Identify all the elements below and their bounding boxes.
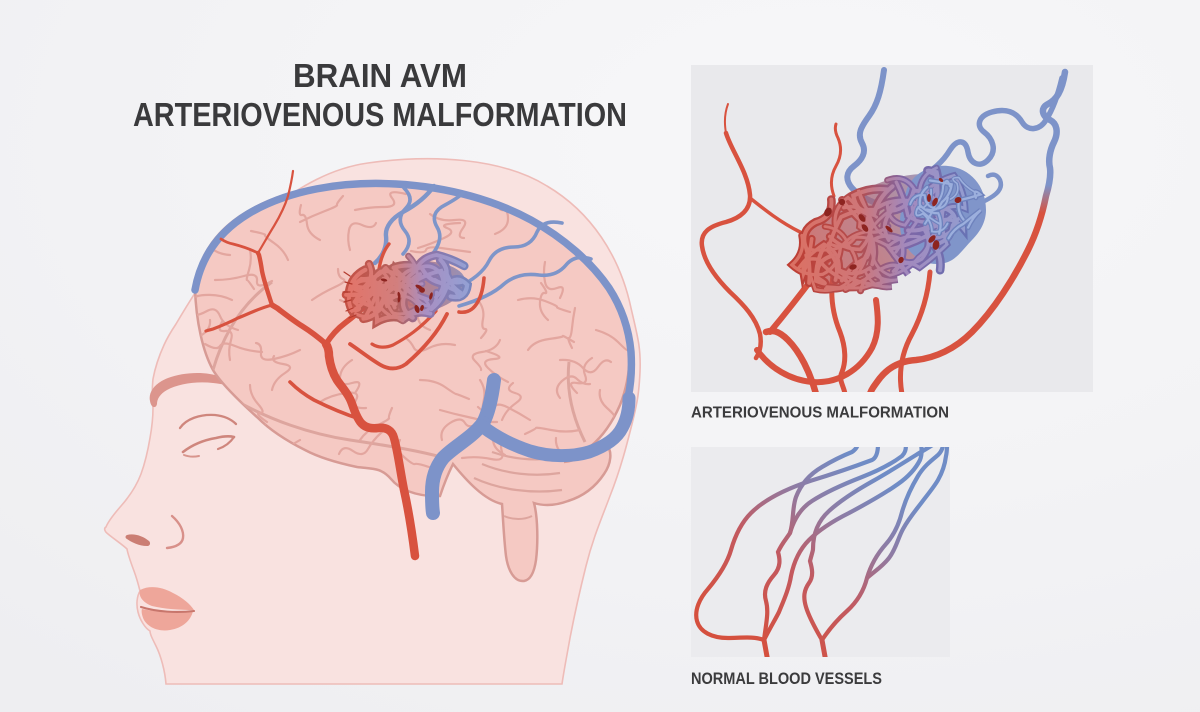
svg-text:NORMAL BLOOD VESSELS: NORMAL BLOOD VESSELS: [691, 670, 882, 688]
svg-text:ARTERIOVENOUS MALFORMATION: ARTERIOVENOUS MALFORMATION: [691, 405, 949, 422]
svg-text:ARTERIOVENOUS MALFORMATION: ARTERIOVENOUS MALFORMATION: [133, 97, 627, 134]
svg-text:BRAIN AVM: BRAIN AVM: [293, 58, 467, 95]
